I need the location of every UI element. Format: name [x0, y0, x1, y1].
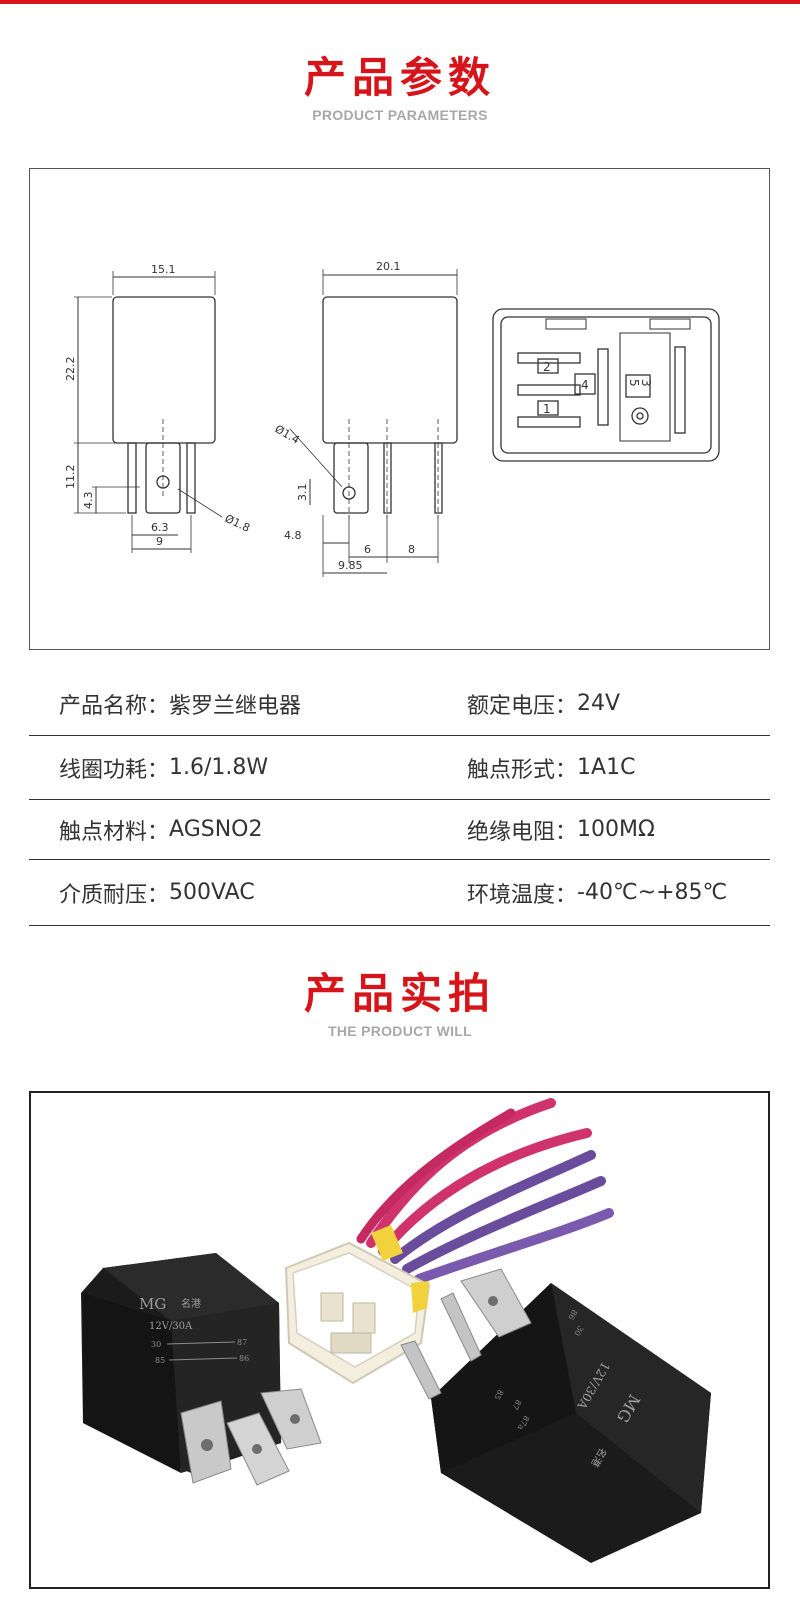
pin-number-3: 3	[639, 379, 653, 387]
relay-right-pin-85: 85	[492, 1388, 505, 1401]
pin-layout-view: 2 4 1 3 5	[492, 308, 720, 462]
dim-pin-spacing-a: 6.3	[151, 521, 169, 534]
param-colon: ：	[147, 819, 170, 845]
photo-title: 产品实拍	[303, 969, 496, 1018]
relay-left-pin-87: 87	[237, 1338, 247, 1347]
params-subtitle: PRODUCT PARAMETERS	[312, 107, 488, 123]
param-label: 触点形式	[467, 757, 556, 783]
param-value: 100MΩ	[577, 817, 655, 842]
relay-left: MG 名港 12V/30A 30 87 85 86	[81, 1253, 322, 1486]
param-value: 1A1C	[577, 755, 636, 780]
relay-left-brand-cn: 名港	[181, 1297, 201, 1310]
params-row: 介质耐压：500VAC 环境温度：-40℃~+85℃	[29, 860, 770, 926]
param-right: 触点形式：1A1C	[467, 736, 635, 799]
relay-left-brand: MG	[139, 1295, 166, 1313]
param-left: 线圈功耗：1.6/1.8W	[59, 736, 268, 799]
param-colon: ：	[555, 882, 578, 908]
param-left: 介质耐压：500VAC	[59, 860, 255, 925]
dim-pin-side-h: 3.1	[296, 484, 309, 502]
params-title: 产品参数	[303, 53, 496, 102]
param-label: 额定电压	[467, 693, 556, 719]
dim-pin-spacing-b: 9	[156, 535, 163, 548]
wire-harness	[356, 1098, 614, 1284]
param-right: 绝缘电阻：100MΩ	[467, 800, 655, 859]
front-view: 15.1 22.2 11.2 4.3 6.3 9	[64, 263, 252, 553]
connector	[284, 1225, 431, 1385]
param-colon: ：	[555, 757, 578, 783]
param-right: 额定电压：24V	[467, 672, 620, 735]
pin-number-4: 4	[581, 378, 589, 392]
params-table: 产品名称：紫罗兰继电器 额定电压：24V 线圈功耗：1.6/1.8W 触点形式：…	[29, 672, 770, 926]
pin-number-1: 1	[543, 402, 551, 416]
dim-height-body: 22.2	[64, 357, 77, 382]
relay-left-rating: 12V/30A	[149, 1321, 193, 1332]
param-label: 触点材料	[59, 819, 148, 845]
photo-subtitle: THE PRODUCT WILL	[327, 1023, 472, 1039]
relay-right-pin-87: 87	[510, 1398, 523, 1411]
param-value: AGSNO2	[169, 817, 263, 842]
param-left: 触点材料：AGSNO2	[59, 800, 262, 859]
dim-pin-len: 11.2	[64, 465, 77, 490]
param-value: 1.6/1.8W	[169, 755, 269, 780]
dim-side-a: 4.8	[284, 529, 302, 542]
top-accent-line	[0, 0, 800, 4]
param-colon: ：	[147, 757, 170, 783]
param-value: -40℃~+85℃	[577, 880, 728, 905]
relay-right: MG 名港 12V/30A 86 30 85 87 87a	[400, 1268, 711, 1563]
drawing-svg: 15.1 22.2 11.2 4.3 6.3 9	[64, 260, 720, 577]
relay-left-pin-86: 86	[239, 1354, 249, 1363]
param-label: 介质耐压	[59, 882, 148, 908]
dim-side-c: 8	[408, 543, 415, 556]
dim-width-side: 20.1	[376, 260, 401, 273]
param-colon: ：	[555, 693, 578, 719]
dim-side-b: 6	[364, 543, 371, 556]
product-photo: MG 名港 12V/30A 30 87 85 86 MG 名港 12V/30A …	[29, 1091, 770, 1589]
param-label: 产品名称	[59, 693, 148, 719]
param-value: 500VAC	[169, 880, 255, 905]
product-photo-svg: MG 名港 12V/30A 30 87 85 86 MG 名港 12V/30A …	[81, 1098, 711, 1563]
param-label: 环境温度	[467, 882, 556, 908]
relay-right-pin-86: 86	[566, 1308, 579, 1321]
param-value: 24V	[577, 691, 621, 716]
technical-drawing: 15.1 22.2 11.2 4.3 6.3 9	[29, 168, 770, 650]
param-right: 环境温度：-40℃~+85℃	[467, 860, 727, 925]
param-colon: ：	[147, 882, 170, 908]
dim-width-front: 15.1	[151, 263, 176, 276]
param-left: 产品名称：紫罗兰继电器	[59, 672, 301, 735]
dim-side-d: 9.85	[338, 559, 363, 572]
dim-pin-tip: 4.3	[82, 492, 95, 510]
params-row: 产品名称：紫罗兰继电器 额定电压：24V	[29, 672, 770, 736]
dim-hole-side: Ø1.4	[273, 422, 302, 446]
relay-right-pin-30: 30	[572, 1324, 585, 1337]
relay-left-pin-30: 30	[151, 1340, 161, 1349]
dim-hole-small: Ø1.8	[223, 512, 252, 535]
params-row: 线圈功耗：1.6/1.8W 触点形式：1A1C	[29, 736, 770, 800]
relay-left-pin-85: 85	[155, 1356, 165, 1365]
pin-number-5: 5	[627, 379, 641, 387]
params-row: 触点材料：AGSNO2 绝缘电阻：100MΩ	[29, 800, 770, 860]
param-value: 紫罗兰继电器	[169, 693, 302, 719]
param-colon: ：	[555, 819, 578, 845]
side-view: 20.1 Ø1.4 3.1 4.8 6 8 9.85	[273, 260, 458, 577]
pin-number-2: 2	[543, 360, 551, 374]
param-label: 线圈功耗	[59, 757, 148, 783]
param-colon: ：	[147, 693, 170, 719]
param-label: 绝缘电阻	[467, 819, 556, 845]
